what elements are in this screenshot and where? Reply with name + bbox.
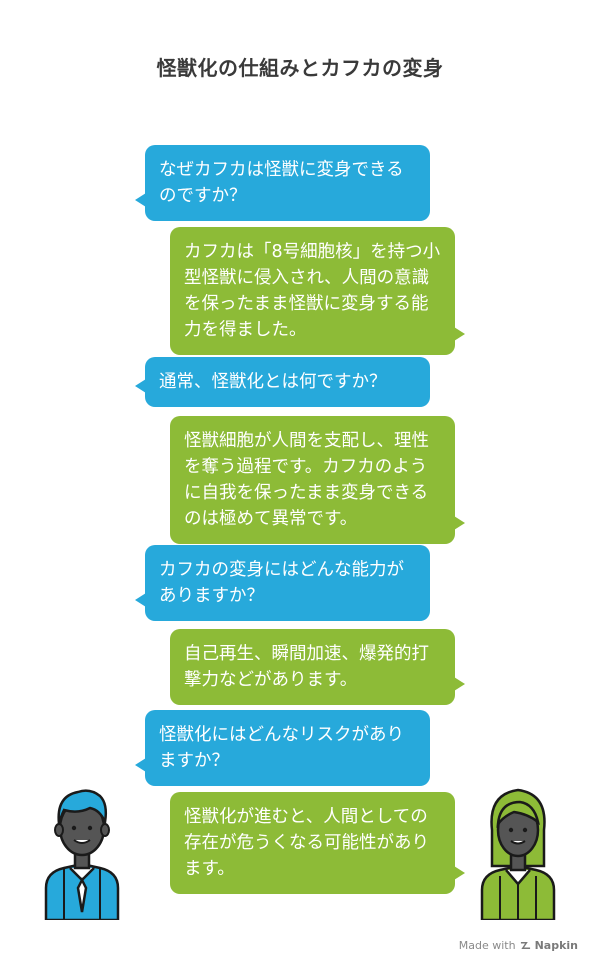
answer-bubble-2: 怪獣細胞が人間を支配し、理性を奪う過程です。カフカのように自我を保ったまま変身で… (170, 416, 465, 544)
man-avatar-icon (44, 789, 120, 920)
question-bubble-1: なぜカフカは怪獣に変身できるのですか？ (135, 145, 430, 221)
question-bubble-3: カフカの変身にはどんな能力がありますか？ (135, 545, 430, 621)
footer-made-with: Made with (458, 939, 516, 952)
footer-brand: Napkin (534, 939, 578, 952)
answer-bubble-3: 自己再生、瞬間加速、爆発的打撃力などがあります。 (170, 629, 465, 705)
woman-avatar-icon (480, 788, 556, 920)
footer-watermark: Made with Napkin (459, 939, 578, 952)
question-bubble-2: 通常、怪獣化とは何ですか？ (135, 357, 430, 407)
answer-bubble-4: 怪獣化が進むと、人間としての存在が危うくなる可能性があります。 (170, 792, 465, 894)
napkin-logo-icon (520, 942, 530, 949)
question-bubble-4: 怪獣化にはどんなリスクがありますか？ (135, 710, 430, 786)
page-title: 怪獣化の仕組みとカフカの変身 (156, 56, 444, 80)
answer-bubble-1: カフカは「8号細胞核」を持つ小型怪獣に侵入され、人間の意識を保ったまま怪獣に変身… (170, 227, 465, 355)
